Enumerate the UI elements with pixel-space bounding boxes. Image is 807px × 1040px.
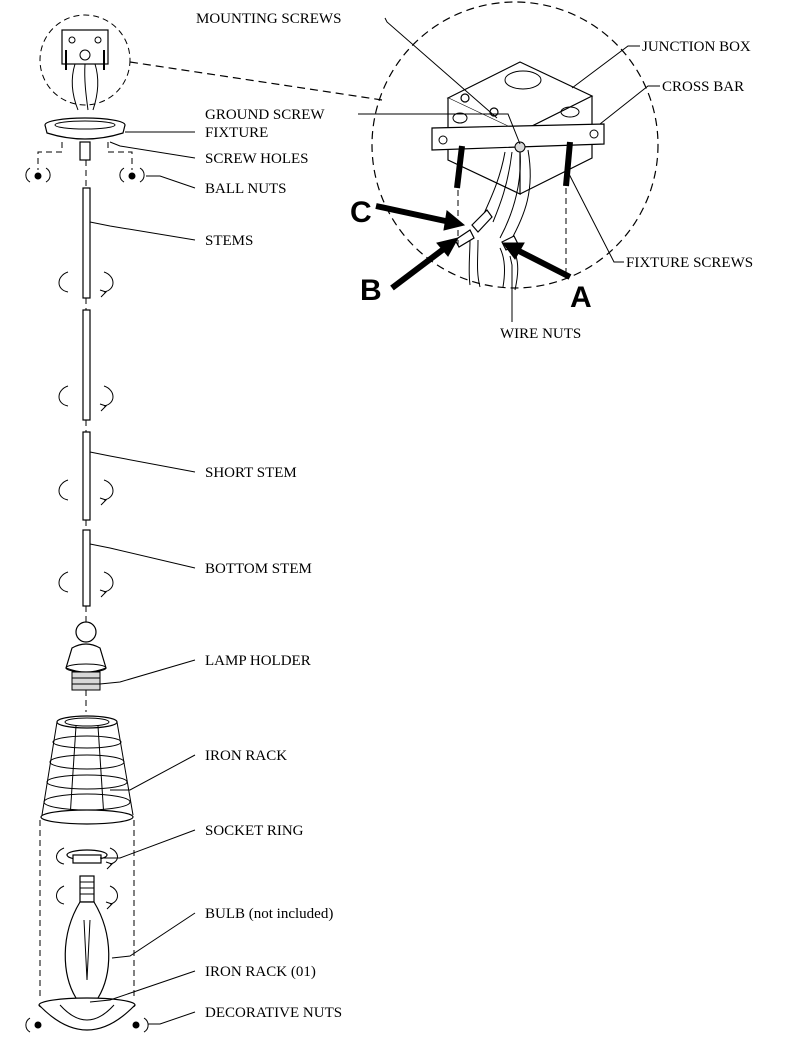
stem-2 [82, 298, 91, 421]
label-cross-bar: CROSS BAR [662, 79, 744, 95]
fixture-canopy [44, 117, 126, 161]
label-iron-rack: IRON RACK [205, 748, 287, 764]
label-socket-ring: SOCKET RING [205, 823, 304, 839]
detail-connector-line [129, 61, 383, 101]
marker-b: B [360, 274, 382, 307]
bottom-stem [82, 520, 91, 607]
leader-lines [89, 17, 660, 1025]
label-decorative-nuts: DECORATIVE NUTS [205, 1005, 342, 1021]
label-screw-holes: SCREW HOLES [205, 151, 308, 167]
label-short-stem: SHORT STEM [205, 465, 297, 481]
label-junction-box: JUNCTION BOX [642, 39, 751, 55]
marker-a: A [570, 281, 592, 314]
stem-1 [82, 160, 91, 299]
decorative-nuts [25, 1017, 149, 1033]
label-stems: STEMS [205, 233, 253, 249]
label-bulb: BULB (not included) [205, 906, 333, 922]
label-wire-nuts: WIRE NUTS [500, 326, 581, 342]
lamp-holder [65, 606, 107, 712]
label-fixture: FIXTURE [205, 125, 268, 141]
iron-rack-01 [38, 997, 136, 1031]
canopy-detail-thumbnail [39, 14, 131, 111]
arrow-b [390, 237, 459, 291]
label-ground-screw: GROUND SCREW [205, 107, 325, 123]
screw-holes-guides [37, 142, 133, 170]
arrow-a [502, 242, 572, 280]
ball-nuts [25, 167, 145, 183]
bulb [56, 875, 118, 1003]
label-iron-rack-01: IRON RACK (01) [205, 964, 316, 980]
label-lamp-holder: LAMP HOLDER [205, 653, 311, 669]
socket-ring [56, 847, 118, 870]
label-bottom-stem: BOTTOM STEM [205, 561, 312, 577]
short-stem [82, 420, 91, 521]
rotate-arrow-1 [58, 271, 114, 298]
marker-c: C [350, 196, 372, 229]
rotate-arrow-4 [58, 571, 114, 598]
rotate-arrow-3 [58, 479, 114, 506]
iron-rack [40, 715, 134, 825]
label-fixture-screws: FIXTURE SCREWS [626, 255, 753, 271]
label-ball-nuts: BALL NUTS [205, 181, 287, 197]
rack-guide-lines [39, 820, 135, 1000]
rotate-arrow-2 [58, 385, 114, 412]
arrow-c [375, 203, 466, 231]
label-mounting-screws: MOUNTING SCREWS [196, 11, 341, 27]
